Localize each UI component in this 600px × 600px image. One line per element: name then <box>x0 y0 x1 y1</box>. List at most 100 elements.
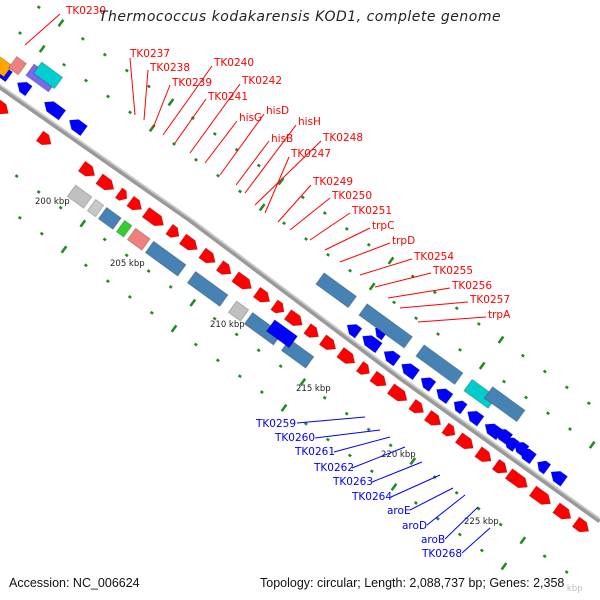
tick-mark <box>149 310 154 315</box>
label-leader-line <box>244 124 297 194</box>
tick-mark <box>80 36 85 41</box>
tick-mark <box>413 500 418 505</box>
tick-mark <box>366 242 371 247</box>
tick-mark <box>84 78 89 83</box>
gene-label: TK0262 <box>313 462 354 474</box>
tick-mark <box>564 385 569 390</box>
tick-mark <box>256 163 261 168</box>
feature-bar <box>415 344 464 386</box>
kbp-label: 205 kbp <box>110 259 145 269</box>
tick-mark <box>146 269 151 274</box>
reverse-gene-arrow <box>435 388 454 405</box>
gene-label: TK0251 <box>351 205 392 217</box>
reverse-gene-arrow <box>495 428 514 445</box>
tick-mark <box>212 316 217 321</box>
tick-mark <box>392 300 397 305</box>
reverse-gene-arrow <box>400 363 421 381</box>
label-leader-line <box>387 287 451 299</box>
reverse-gene-arrow <box>361 334 383 354</box>
forward-gene-arrow <box>231 271 253 290</box>
gene-label: hisG <box>239 112 262 124</box>
tick-mark <box>215 358 220 363</box>
tick-mark <box>36 189 41 194</box>
gene-label: trpA <box>488 309 511 321</box>
gene-label: TK0230 <box>65 5 106 17</box>
forward-gene-arrow <box>474 446 492 463</box>
forward-gene-arrow <box>141 206 165 227</box>
tick-mark <box>454 490 459 495</box>
gene-label: TK0255 <box>432 265 473 277</box>
gene-label: hisD <box>266 105 289 117</box>
tick-mark <box>476 322 481 326</box>
tick-mark <box>520 353 525 358</box>
label-leader-line <box>152 84 171 129</box>
forward-gene-arrow <box>355 360 371 376</box>
gene-label: TK0238 <box>149 62 190 74</box>
label-leader-line <box>371 461 423 483</box>
forward-gene-arrow <box>303 322 320 338</box>
label-leader-line <box>339 242 391 263</box>
tick-mark <box>458 347 463 352</box>
tick-mark <box>127 295 132 299</box>
tick-mark <box>322 211 327 216</box>
label-leader-line <box>162 65 213 136</box>
tick-mark <box>564 570 569 574</box>
label-leader-line <box>333 436 391 453</box>
tick-mark <box>167 98 175 107</box>
forward-gene-arrow <box>504 468 518 482</box>
feature-bar <box>32 61 64 90</box>
reverse-gene-arrow <box>43 101 67 121</box>
tick-mark <box>60 245 68 254</box>
tick-mark <box>189 298 197 307</box>
feature-bar <box>483 386 526 423</box>
label-leader-line <box>390 474 441 498</box>
reverse-gene-arrow <box>68 119 89 137</box>
backbone-line <box>0 83 600 524</box>
tick-mark <box>366 427 371 432</box>
map-title: Thermococcus kodakarensis KOD1, complete… <box>98 9 502 25</box>
gene-label: TK0256 <box>451 280 492 292</box>
label-leader-line <box>24 13 61 46</box>
feature-bar <box>115 219 133 238</box>
forward-gene-arrow <box>270 299 285 314</box>
label-leader-line <box>296 416 366 424</box>
gene-label: TK0247 <box>290 148 331 160</box>
forward-gene-arrow <box>571 516 590 533</box>
kbp-label: 220 kbp <box>381 450 416 460</box>
gene-label: aroD <box>402 520 427 532</box>
kbp-label: 210 kbp <box>210 320 245 330</box>
forward-gene-arrow <box>528 485 552 506</box>
forward-gene-arrow <box>95 173 115 191</box>
feature-bar <box>126 227 151 251</box>
forward-gene-arrow <box>165 223 180 239</box>
forward-gene-arrow <box>423 409 442 426</box>
tick-mark <box>212 131 217 136</box>
reverse-gene-arrow <box>16 81 33 97</box>
tick-mark <box>542 369 547 374</box>
forward-gene-arrow <box>369 370 387 387</box>
tick-mark <box>79 219 87 228</box>
gene-label: hisH <box>298 116 321 128</box>
tick-mark <box>414 316 419 321</box>
tick-mark <box>300 195 305 200</box>
tick-mark <box>344 227 349 231</box>
gene-label: TK0259 <box>255 418 296 430</box>
topology-text: Topology: circular; Length: 2,088,737 bp… <box>260 576 565 591</box>
reverse-gene-arrow <box>346 323 363 339</box>
label-leader-line <box>289 197 331 231</box>
label-leader-line <box>417 316 487 323</box>
tick-mark <box>258 203 266 212</box>
backbone-highlight <box>0 84 600 520</box>
tick-mark <box>83 263 88 268</box>
label-leader-line <box>254 140 322 206</box>
reverse-gene-arrow <box>420 377 437 393</box>
tick-mark <box>304 237 309 241</box>
feature-bar <box>144 240 187 277</box>
label-leader-line <box>143 69 149 121</box>
tick-mark <box>14 174 19 178</box>
feature-bar <box>66 184 93 209</box>
tick-mark <box>57 19 65 28</box>
tick-mark <box>519 536 527 545</box>
tick-mark <box>322 395 327 400</box>
